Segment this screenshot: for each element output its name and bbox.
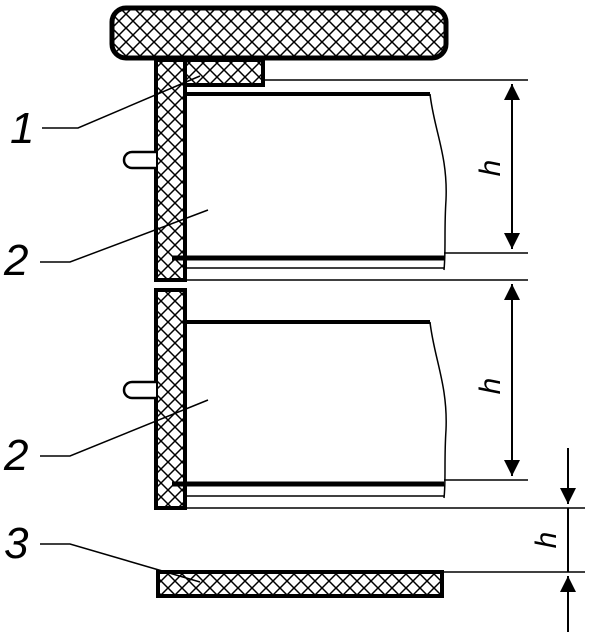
dimension-lines bbox=[504, 84, 576, 632]
extension-lines bbox=[185, 79, 585, 573]
upper-knob bbox=[122, 150, 156, 170]
leader-lines bbox=[40, 75, 209, 583]
upper-drawer bbox=[172, 92, 447, 271]
dim-label-h-upper: h bbox=[474, 160, 507, 177]
callout-2-upper: 2 bbox=[3, 236, 28, 285]
base-plate bbox=[156, 570, 444, 598]
lower-knob bbox=[122, 380, 156, 400]
upper-front-panel bbox=[154, 58, 187, 282]
callout-2-lower: 2 bbox=[3, 431, 28, 480]
lower-front-panel bbox=[154, 288, 187, 510]
part-1-strip bbox=[183, 58, 265, 87]
dim-label-h-lower: h bbox=[530, 532, 563, 549]
lower-drawer bbox=[172, 320, 447, 499]
callout-1: 1 bbox=[10, 104, 34, 153]
top-handle bbox=[109, 5, 449, 61]
dim-label-h-middle: h bbox=[474, 378, 507, 395]
callout-3: 3 bbox=[4, 519, 29, 568]
